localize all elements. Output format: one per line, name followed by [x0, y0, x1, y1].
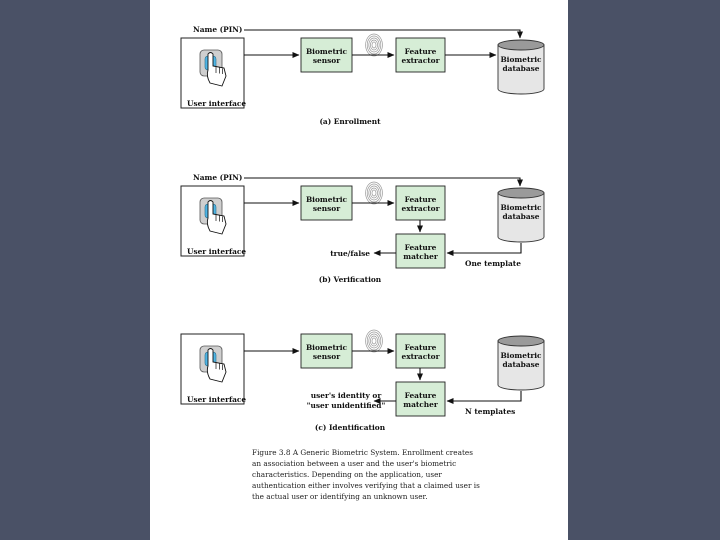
biometric-system-figure: User interfaceBiometricsensorFeatureextr… — [180, 25, 545, 501]
feature-matcher-box-label: matcher — [403, 252, 438, 261]
fingerprint-icon — [365, 181, 383, 205]
feature-extractor-box-label: Feature — [405, 195, 437, 204]
panel-b: User interfaceBiometricsensorFeatureextr… — [180, 173, 545, 284]
biometric-sensor-box — [300, 37, 353, 73]
feature-extractor-box-label: extractor — [402, 204, 440, 213]
database-cylinder-icon — [497, 39, 545, 95]
user-interface-label: User interface — [187, 247, 246, 256]
name-pin-label: Name (PIN) — [193, 173, 242, 182]
arrow-name-to-database — [244, 29, 523, 39]
biometric-sensor-box-label: Biometric — [306, 195, 348, 204]
figure-caption-line: characteristics. Depending on the applic… — [252, 470, 442, 479]
name-pin-label: Name (PIN) — [193, 25, 242, 34]
feature-extractor-box — [395, 333, 446, 369]
template-count-label: N templates — [465, 407, 515, 416]
database-label: Biometric — [500, 351, 542, 360]
hand-press-icon — [199, 49, 227, 87]
figure-caption-line: Figure 3.8 A Generic Biometric System. E… — [252, 448, 473, 457]
biometric-sensor-box-label: sensor — [313, 352, 340, 361]
result-label: user's identity or — [311, 391, 382, 400]
figure-caption: Figure 3.8 A Generic Biometric System. E… — [252, 448, 480, 501]
panel-a: User interfaceBiometricsensorFeatureextr… — [180, 25, 545, 126]
biometric-sensor-box-label: sensor — [313, 204, 340, 213]
panel-caption: (b) Verification — [319, 275, 382, 284]
arrow-name-to-database — [244, 177, 523, 187]
biometric-sensor-box-label: Biometric — [306, 343, 348, 352]
fingerprint-icon — [365, 329, 383, 353]
feature-extractor-box-label: extractor — [402, 352, 440, 361]
arrow-database-to-matcher — [446, 391, 522, 404]
feature-matcher-box-label: Feature — [405, 243, 437, 252]
feature-extractor-box-label: Feature — [405, 47, 437, 56]
database-label: Biometric — [500, 203, 542, 212]
biometric-sensor-box — [300, 185, 353, 221]
biometric-sensor-box — [300, 333, 353, 369]
database-label: database — [503, 360, 540, 369]
database-cylinder-icon — [497, 335, 545, 391]
database-label: database — [503, 212, 540, 221]
result-label: true/false — [330, 249, 370, 258]
database-cylinder-icon — [497, 187, 545, 243]
feature-extractor-box — [395, 185, 446, 221]
user-interface-label: User interface — [187, 395, 246, 404]
fingerprint-icon — [365, 33, 383, 57]
figure-caption-line: the actual user or identifying an unknow… — [252, 492, 428, 501]
feature-matcher-box-label: Feature — [405, 391, 437, 400]
panel-caption: (c) Identification — [315, 423, 386, 432]
biometric-sensor-box-label: Biometric — [306, 47, 348, 56]
panel-caption: (a) Enrollment — [319, 117, 381, 126]
feature-matcher-box-label: matcher — [403, 400, 438, 409]
feature-matcher-box — [395, 233, 446, 269]
figure-caption-line: authentication either involves verifying… — [252, 481, 480, 490]
arrow-database-to-matcher — [446, 243, 522, 256]
template-count-label: One template — [465, 259, 521, 268]
database-label: Biometric — [500, 55, 542, 64]
feature-extractor-box-label: Feature — [405, 343, 437, 352]
panel-c: User interfaceBiometricsensorFeatureextr… — [180, 329, 545, 432]
hand-press-icon — [199, 345, 227, 383]
feature-extractor-box — [395, 37, 446, 73]
result-label: "user unidentified" — [307, 401, 386, 410]
feature-extractor-box-label: extractor — [402, 56, 440, 65]
hand-press-icon — [199, 197, 227, 235]
feature-matcher-box — [395, 381, 446, 417]
database-label: database — [503, 64, 540, 73]
biometric-sensor-box-label: sensor — [313, 56, 340, 65]
figure-caption-line: an association between a user and the us… — [252, 459, 456, 468]
user-interface-label: User interface — [187, 99, 246, 108]
